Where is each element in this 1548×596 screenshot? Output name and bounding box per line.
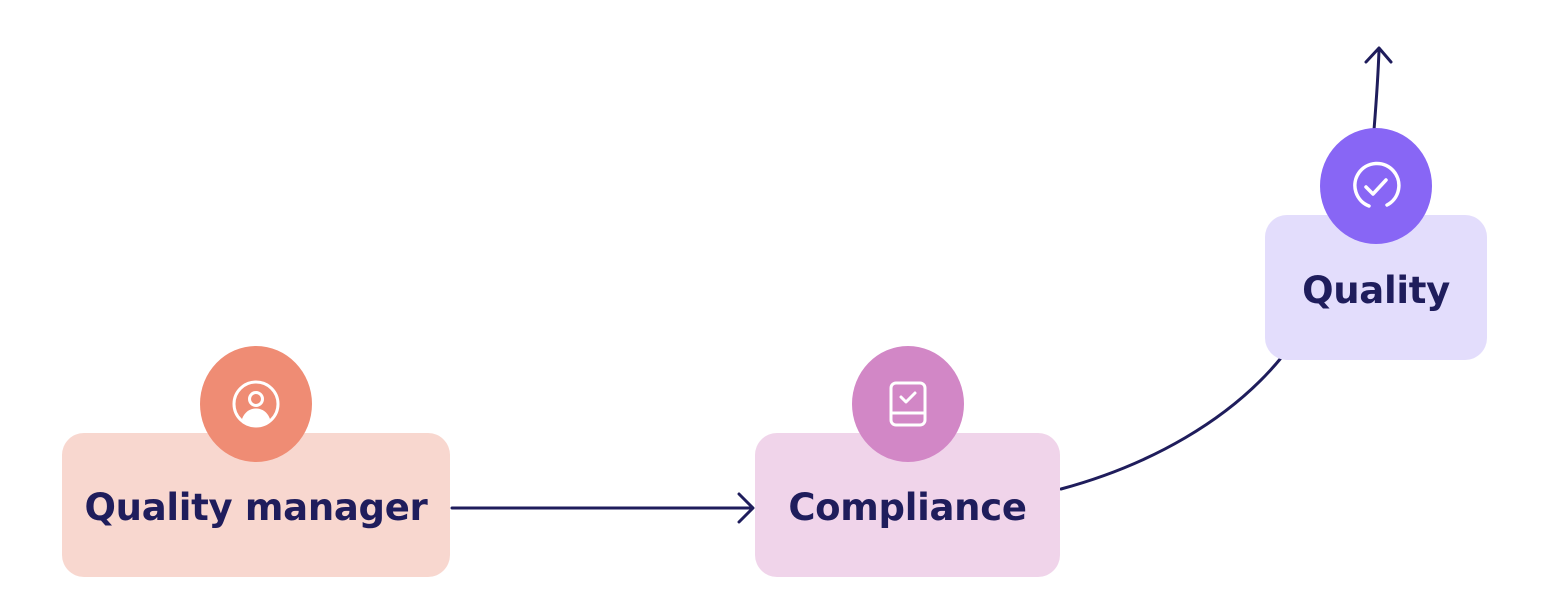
node-label-quality-manager: Quality manager bbox=[84, 485, 428, 529]
edge-quality-outgoing bbox=[1372, 48, 1381, 132]
badge-quality bbox=[1320, 128, 1432, 244]
arrowhead-compliance bbox=[737, 492, 755, 524]
badge-quality-manager bbox=[200, 346, 312, 462]
node-label-compliance: Compliance bbox=[788, 485, 1027, 529]
user-circle-icon bbox=[230, 378, 282, 430]
checklist-book-icon bbox=[886, 380, 930, 428]
node-label-quality: Quality bbox=[1302, 269, 1450, 312]
badge-compliance bbox=[852, 346, 964, 462]
arrowhead-up bbox=[1364, 46, 1393, 64]
edge-compliance-to-quality bbox=[1059, 356, 1283, 491]
check-circle-icon bbox=[1349, 159, 1403, 213]
